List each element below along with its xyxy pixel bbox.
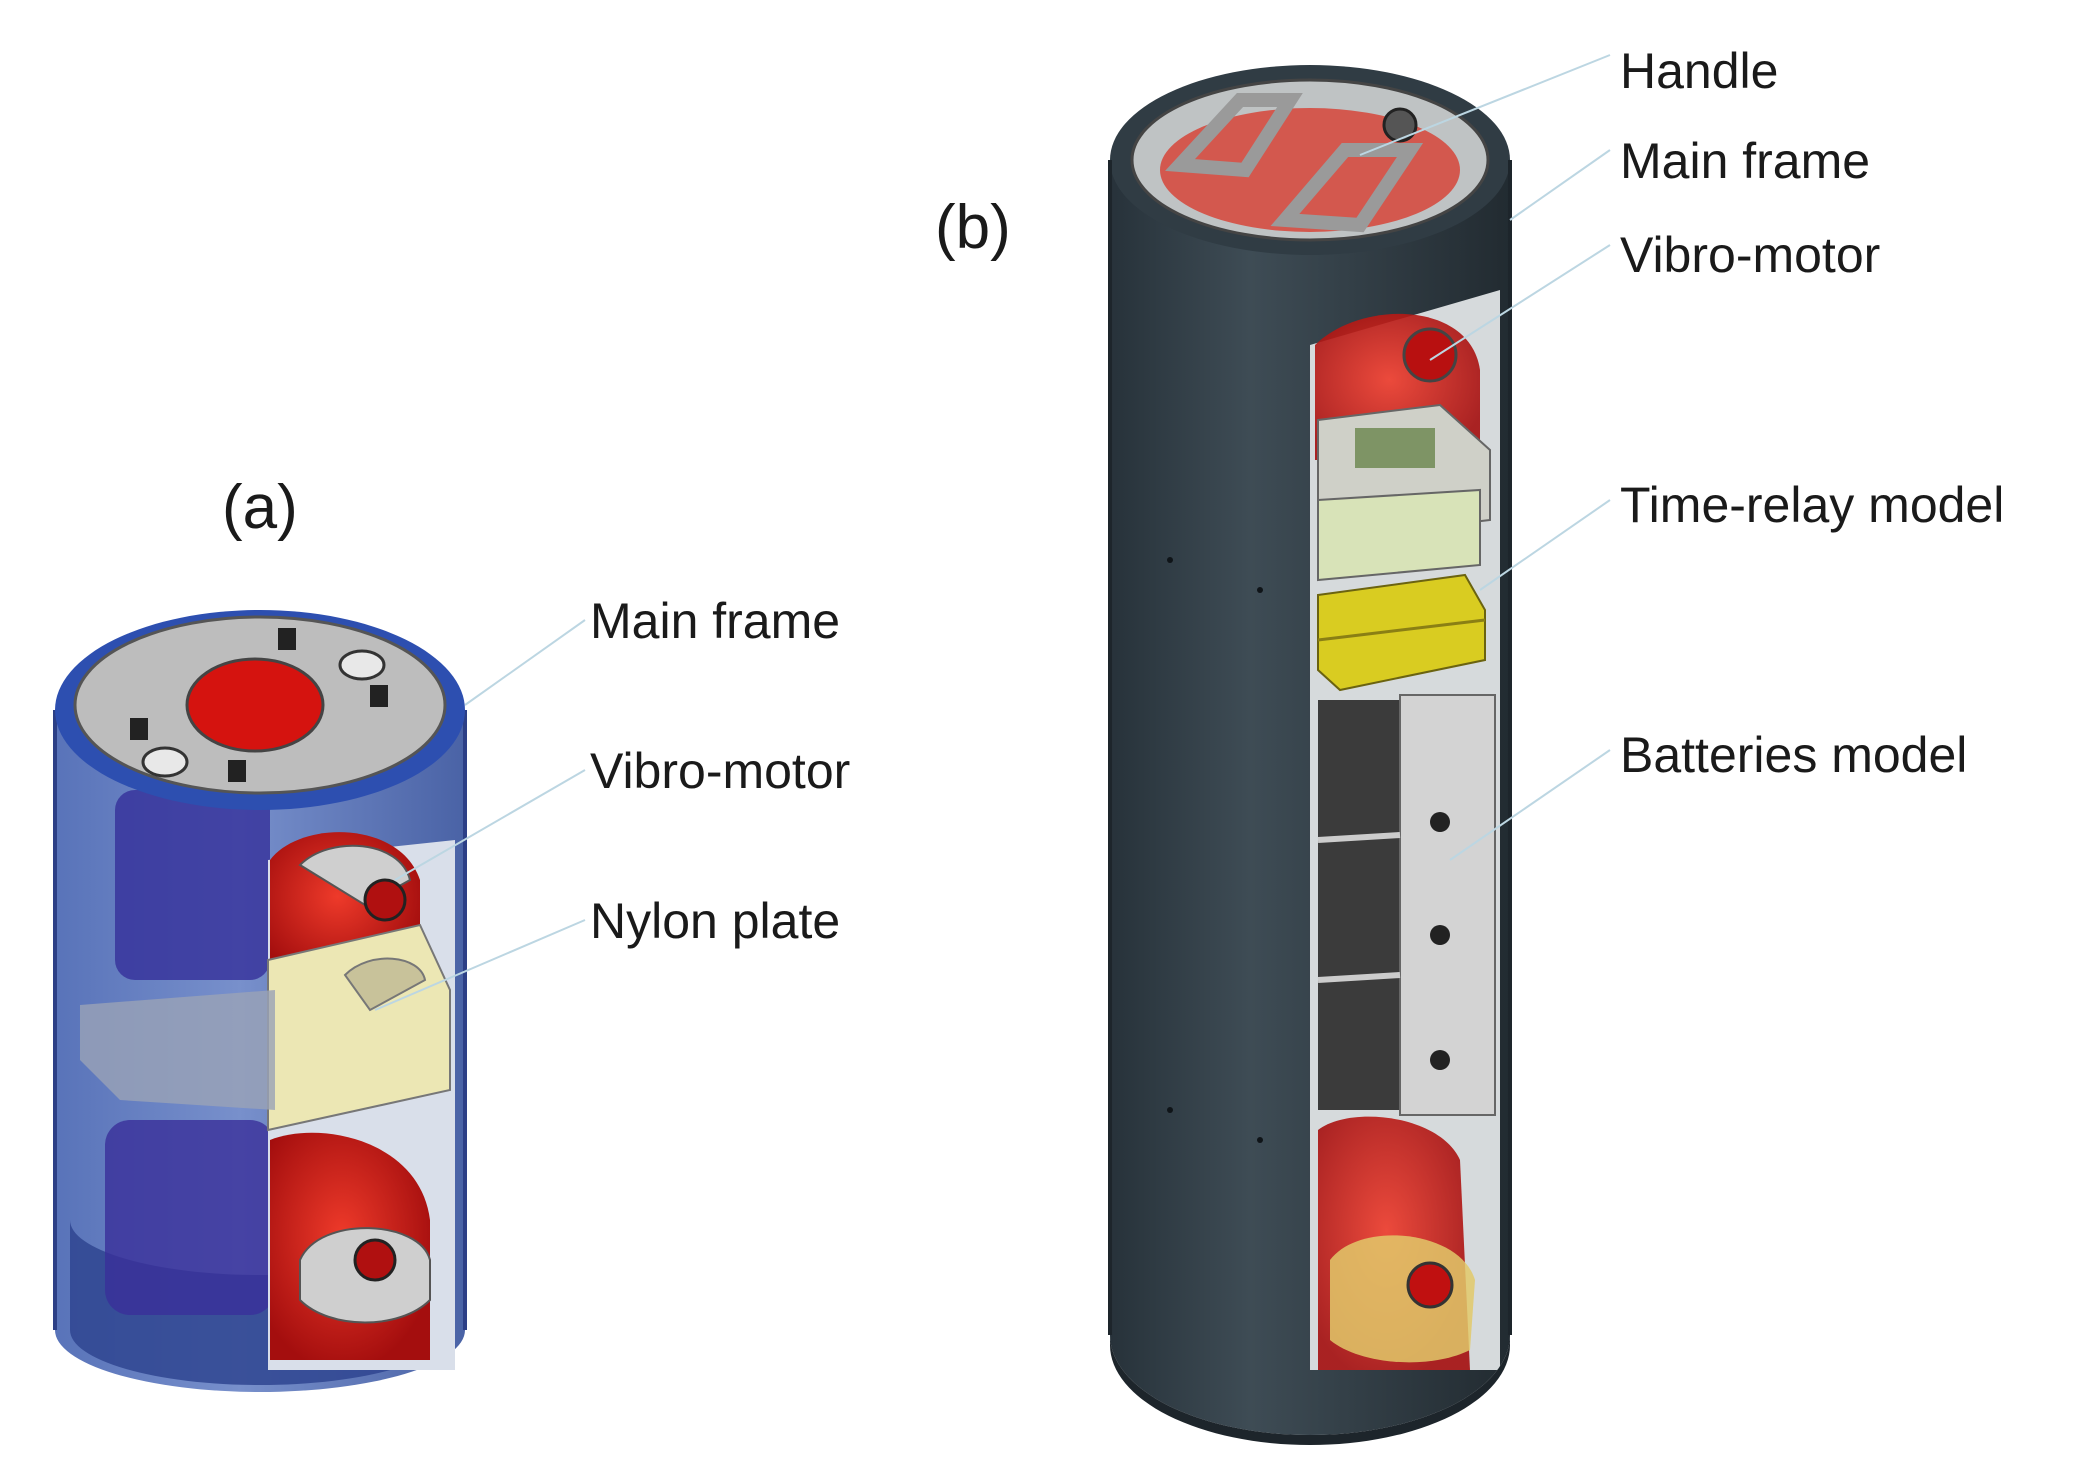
lid-bolt-1 — [278, 628, 296, 650]
callout-a-vibro-motor: Vibro-motor — [590, 743, 850, 799]
leader-b-vibro-motor — [1429, 244, 1611, 361]
lid-hole-2 — [141, 746, 189, 778]
time-relay-model — [1317, 573, 1486, 692]
callout-a-nylon-plate: Nylon plate — [590, 893, 840, 949]
leader-a-main-frame — [464, 619, 586, 706]
handle-2 — [1270, 143, 1424, 233]
leader-a-nylon-plate — [374, 919, 586, 1011]
lid-opening-a — [185, 657, 325, 753]
leader-b-handle — [1359, 54, 1611, 156]
leader-b-main-frame — [1509, 149, 1611, 221]
panel-a: (a) — [53, 473, 850, 1392]
motor-block-upper — [115, 790, 270, 980]
motor-shaft-b-lower — [1406, 1261, 1454, 1309]
housing-b — [1108, 65, 1512, 1445]
callout-b-time-relay: Time-relay model — [1620, 477, 2004, 533]
leader-b-batteries — [1449, 749, 1611, 861]
motor-shaft-lower — [353, 1238, 397, 1282]
callout-b-handle: Handle — [1620, 43, 1778, 99]
motor-shaft-b-upper — [1402, 327, 1458, 383]
battery-holder — [1399, 694, 1496, 1116]
lid-bolt-2 — [370, 685, 388, 707]
motor-block-lower — [105, 1120, 275, 1315]
housing-a — [53, 610, 467, 1392]
callout-b-vibro-motor: Vibro-motor — [1620, 227, 1880, 283]
callout-b-main-frame: Main frame — [1620, 133, 1870, 189]
relay-board — [1317, 488, 1481, 582]
lid-port-b — [1382, 107, 1418, 143]
lid-bolt-4 — [228, 760, 246, 782]
lid-hole-1 — [338, 649, 386, 681]
handle-1 — [1165, 93, 1303, 178]
leader-a-vibro-motor — [394, 769, 586, 881]
leader-b-time-relay — [1479, 499, 1611, 591]
lid-red-b — [1160, 108, 1460, 232]
callout-b-batteries: Batteries model — [1620, 727, 1967, 783]
bracket-a — [80, 990, 275, 1110]
mount-terminal-b — [1355, 428, 1435, 468]
nylon-plate-slot — [343, 957, 427, 1012]
panel-b: (b) — [935, 43, 2004, 1445]
lid-bolt-3 — [130, 718, 148, 740]
panel-b-label: (b) — [935, 193, 1011, 262]
panel-a-label: (a) — [222, 473, 298, 542]
eccentric-mass-b-lower — [1330, 1235, 1475, 1363]
callout-a-main-frame: Main frame — [590, 593, 840, 649]
motor-shaft-upper — [363, 878, 407, 922]
